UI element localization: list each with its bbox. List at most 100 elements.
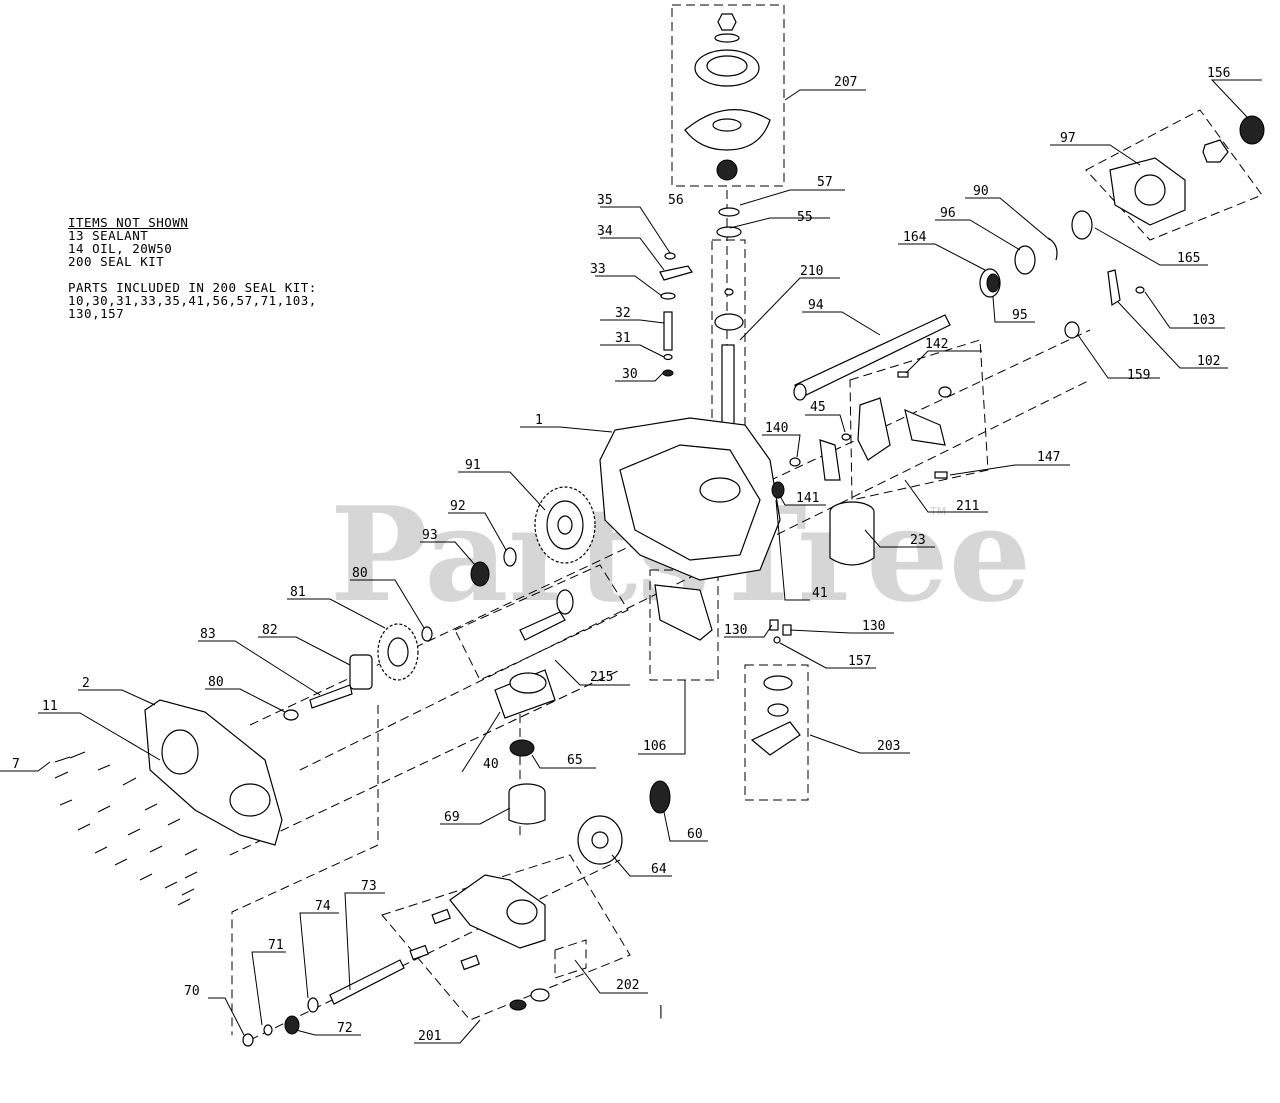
callout-33: 33 [590, 262, 606, 277]
callout-130-right: 130 [862, 619, 885, 634]
center-section-40 [494, 669, 556, 719]
hub-97 [1109, 139, 1229, 226]
callout-30: 30 [622, 367, 638, 382]
bull-gear-91 [534, 486, 596, 564]
cover-bolts [54, 751, 198, 906]
callout-142: 142 [925, 337, 948, 352]
callout-165: 165 [1177, 251, 1200, 266]
callout-80-top: 80 [352, 566, 368, 581]
washer-92 [503, 547, 517, 567]
main-housing [599, 417, 781, 581]
callout-70: 70 [184, 984, 200, 999]
bearing-156 [1239, 115, 1265, 145]
callout-labels: 207 57 56 55 35 34 33 32 31 30 210 156 9… [12, 66, 1230, 1044]
callout-65: 65 [567, 753, 583, 768]
callout-74: 74 [315, 899, 331, 914]
callout-147: 147 [1037, 450, 1060, 465]
notes-heading: ITEMS NOT SHOWN [68, 215, 189, 230]
callout-55: 55 [797, 210, 813, 225]
group-97-box [1085, 109, 1263, 241]
callout-141: 141 [796, 491, 819, 506]
callout-56: 56 [668, 193, 684, 208]
bearing-93 [470, 561, 490, 587]
washer-74 [307, 997, 319, 1013]
callout-215: 215 [590, 670, 613, 685]
plug-130-b [782, 624, 792, 636]
callout-40: 40 [483, 757, 499, 772]
ring-71 [263, 1024, 273, 1036]
axle-94 [793, 314, 951, 401]
seal-60 [649, 780, 671, 814]
cylinder-block-69 [508, 783, 546, 825]
callout-80-bottom: 80 [208, 675, 224, 690]
kit-heading: PARTS INCLUDED IN 200 SEAL KIT: [68, 280, 317, 295]
callout-103: 103 [1192, 313, 1215, 328]
callout-156: 156 [1207, 66, 1230, 81]
notes-line-3: 200 SEAL KIT [68, 254, 165, 269]
gear-72 [284, 1015, 300, 1035]
ring-157 [773, 636, 781, 644]
notes-block: ITEMS NOT SHOWN 13 SEALANT 14 OIL, 20W50… [68, 216, 317, 320]
retaining-ring-57 [718, 207, 740, 217]
group-203-box [744, 664, 809, 801]
ring-90 [1047, 237, 1058, 261]
group-211-box [849, 339, 989, 501]
callout-202: 202 [616, 978, 639, 993]
callout-91: 91 [465, 458, 481, 473]
group-215-box [454, 564, 629, 681]
callout-11: 11 [42, 699, 58, 714]
callout-164: 164 [903, 230, 927, 245]
fan-pulley-assembly [684, 13, 771, 181]
spring-147 [934, 471, 948, 479]
callout-32: 32 [615, 306, 631, 321]
spring-159 [1064, 321, 1080, 339]
callout-207: 207 [834, 75, 857, 90]
cylinder-block-64 [577, 815, 623, 865]
callout-94: 94 [808, 298, 824, 313]
control-shaft-stack [659, 252, 693, 377]
washer-80-a [421, 626, 433, 642]
shaft-assembly-215 [519, 589, 574, 641]
callout-69: 69 [444, 810, 460, 825]
lever-102 [1107, 269, 1121, 307]
side-cover-2 [144, 699, 283, 846]
callout-210: 210 [800, 264, 823, 279]
callout-203: 203 [877, 739, 900, 754]
plug-130-a [769, 619, 779, 631]
washer-70 [242, 1033, 254, 1047]
shield-106 [654, 584, 713, 641]
callout-41: 41 [812, 586, 828, 601]
callout-35: 35 [597, 193, 613, 208]
callout-72: 72 [337, 1021, 353, 1036]
callout-140: 140 [765, 421, 788, 436]
callout-82: 82 [262, 623, 278, 638]
callout-34: 34 [597, 224, 613, 239]
group-207-box [671, 4, 785, 187]
callout-130-left: 130 [724, 623, 747, 638]
clip-103 [1135, 286, 1145, 294]
callout-31: 31 [615, 331, 631, 346]
callout-leaders [0, 79, 1262, 1044]
motor-shaft-73 [329, 959, 405, 1005]
callout-57: 57 [817, 175, 833, 190]
callout-73: 73 [361, 879, 377, 894]
callout-93: 93 [422, 528, 438, 543]
notes-line-1: 13 SEALANT [68, 228, 149, 243]
washer-80-b [283, 709, 299, 721]
group-201-box [381, 854, 631, 1021]
callout-71: 71 [268, 938, 284, 953]
input-shaft-assembly [714, 288, 744, 436]
motor-centerline [249, 859, 621, 1041]
group-202-box [554, 939, 587, 979]
callout-90: 90 [973, 184, 989, 199]
callout-64: 64 [651, 862, 667, 877]
callout-2: 2 [82, 676, 90, 691]
callout-201: 201 [418, 1029, 441, 1044]
callout-92: 92 [450, 499, 466, 514]
notes-line-2: 14 OIL, 20W50 [68, 241, 173, 256]
callout-97: 97 [1060, 131, 1076, 146]
callout-7: 7 [12, 757, 20, 772]
bracket-group-211 [771, 386, 952, 499]
callout-83: 83 [200, 627, 216, 642]
